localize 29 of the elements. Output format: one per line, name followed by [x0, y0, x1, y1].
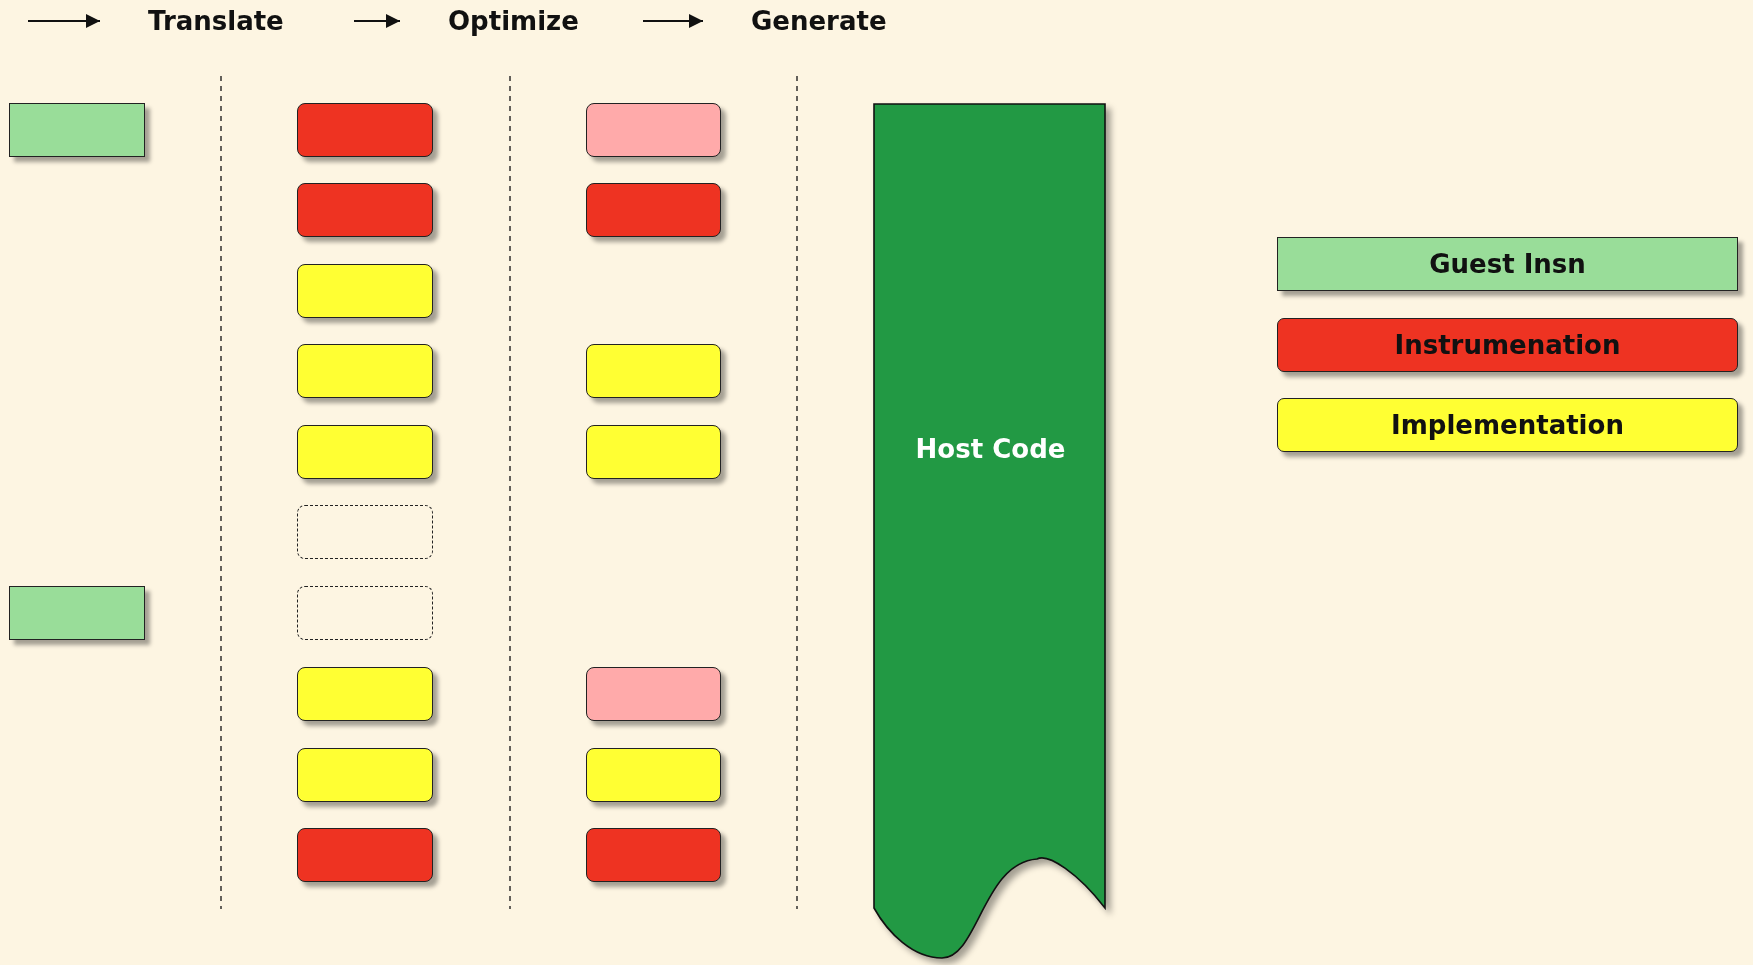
- instruction-block: [586, 344, 721, 398]
- stage-label: Translate: [148, 6, 284, 36]
- block-label: Host Code: [914, 434, 1067, 464]
- instruction-block: [586, 425, 721, 479]
- instruction-block: [297, 828, 433, 882]
- instruction-block: [297, 264, 433, 318]
- instruction-block: [297, 425, 433, 479]
- instruction-block: [297, 183, 433, 237]
- instruction-block: [586, 103, 721, 157]
- legend-label: Implementation: [1391, 410, 1624, 440]
- arrow: [27, 13, 101, 29]
- instruction-block: [586, 667, 721, 721]
- stage-label: Optimize: [448, 6, 579, 36]
- instruction-block: [586, 748, 721, 802]
- instruction-block: [9, 586, 145, 640]
- instruction-block: [297, 344, 433, 398]
- instruction-block: [297, 748, 433, 802]
- legend-label: Instrumenation: [1394, 330, 1621, 360]
- instruction-block: [586, 828, 721, 882]
- legend-label: Guest Insn: [1429, 249, 1586, 279]
- empty-slot: [297, 505, 433, 559]
- arrow: [353, 13, 401, 29]
- instruction-block: [297, 103, 433, 157]
- arrow: [642, 13, 704, 29]
- instruction-block: [586, 183, 721, 237]
- instruction-block: [9, 103, 145, 157]
- empty-slot: [297, 586, 433, 640]
- instruction-block: [297, 667, 433, 721]
- stage-label: Generate: [751, 6, 887, 36]
